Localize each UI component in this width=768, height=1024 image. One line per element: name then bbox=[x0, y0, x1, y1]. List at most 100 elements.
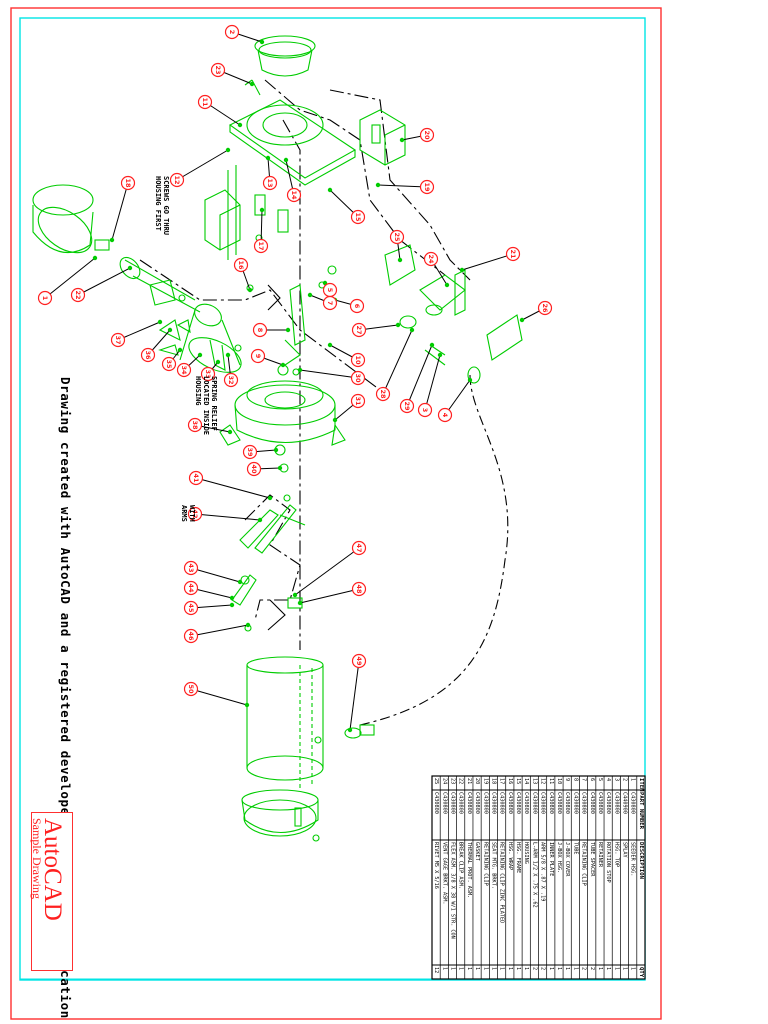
item-balloon: 17 bbox=[253, 207, 269, 254]
bom-cell: C430800 bbox=[605, 792, 611, 814]
item-balloon: 25 bbox=[389, 229, 405, 263]
bom-cell: C430800 bbox=[581, 792, 587, 814]
item-balloon: 8 bbox=[252, 322, 291, 338]
item-balloon: 36 bbox=[140, 327, 173, 363]
centerline-top bbox=[264, 79, 446, 276]
item-balloon: 3 bbox=[417, 352, 443, 418]
part-flex-connector bbox=[314, 724, 375, 744]
item-balloon: 13 bbox=[262, 155, 278, 191]
zigzag-1 bbox=[267, 284, 281, 311]
bom-cell: C440900 bbox=[622, 792, 628, 814]
balloon-label: 34 bbox=[180, 365, 188, 375]
bom-cell: C430800 bbox=[466, 792, 472, 814]
inner-border bbox=[19, 17, 646, 981]
bom-cell: 1 bbox=[613, 967, 619, 970]
bom-cell: RETAINING CLIP ZINC PLATED bbox=[499, 842, 505, 923]
bom-cell: J-BOX COVER bbox=[564, 842, 570, 877]
part-left-bracket bbox=[204, 165, 241, 260]
bom-cell: 20 bbox=[474, 778, 480, 784]
balloon-label: 49 bbox=[355, 656, 363, 666]
part-small-fasteners-top bbox=[244, 79, 289, 242]
bom-cell: 1 bbox=[482, 967, 488, 970]
balloon-label: 45 bbox=[187, 603, 195, 613]
item-balloon: 35 bbox=[161, 347, 183, 372]
item-balloon: 24 bbox=[423, 251, 450, 288]
bom-cell: 1 bbox=[449, 967, 455, 970]
bom-cell: 1 bbox=[458, 967, 464, 970]
bom-cell: C430800 bbox=[507, 792, 513, 814]
bom-cell: HSG. TOP bbox=[613, 842, 619, 867]
bom-cell: BREAK CLIP ASM. bbox=[458, 842, 464, 889]
balloon-label: 2 bbox=[228, 30, 236, 35]
item-balloon: 50 bbox=[183, 681, 250, 708]
bom-cell: HSG. FRAME bbox=[515, 842, 521, 873]
bom-cell: 1 bbox=[466, 967, 472, 970]
bom-cell: C430800 bbox=[474, 792, 480, 814]
bom-cell: C430800 bbox=[531, 792, 537, 814]
bom-cell: 1 bbox=[548, 967, 554, 970]
balloon-label: 10 bbox=[354, 355, 362, 365]
item-balloon: 26 bbox=[519, 300, 553, 323]
balloon-label: 18 bbox=[124, 178, 132, 188]
bom-cell: C430800 bbox=[433, 792, 439, 814]
balloon-label: 4 bbox=[441, 413, 449, 418]
balloon-label: 41 bbox=[192, 473, 200, 483]
note-screws: SCREWS GO THRU HOUSING FIRST bbox=[154, 176, 170, 236]
note-spring: SPRING RELIEF LOCATED INSIDE HOUSING bbox=[194, 376, 218, 436]
balloon-label: 29 bbox=[403, 401, 411, 411]
bom-cell: 15 bbox=[515, 778, 521, 784]
bom-cell: RETAINING CLIP bbox=[482, 842, 488, 886]
part-arms bbox=[231, 504, 306, 632]
bom-cell: 1 bbox=[605, 967, 611, 970]
bom-cell: 1 bbox=[564, 967, 570, 970]
bom-cell: 1 bbox=[630, 967, 636, 970]
balloon-label: 14 bbox=[290, 190, 298, 200]
bom-cell: C430800 bbox=[441, 792, 447, 814]
item-balloon: 27 bbox=[351, 322, 401, 338]
bom-cell: SPLAY bbox=[622, 842, 628, 858]
bom-cell: 1 bbox=[441, 967, 447, 970]
item-balloon: 28 bbox=[375, 327, 415, 402]
outer-border bbox=[10, 7, 662, 1020]
bom-cell: C430800 bbox=[482, 792, 488, 814]
part-bottom-cap bbox=[241, 789, 320, 842]
bom-cell: 16 bbox=[507, 778, 513, 784]
item-balloon: 49 bbox=[347, 653, 367, 733]
item-balloon: 46 bbox=[183, 622, 251, 644]
item-balloon: 42 bbox=[187, 506, 263, 523]
item-balloon: 9 bbox=[250, 348, 286, 368]
balloon-label: 36 bbox=[144, 350, 152, 360]
balloon-label: 32 bbox=[227, 375, 235, 384]
centerline-lower bbox=[244, 494, 301, 621]
centerline-right bbox=[329, 89, 471, 281]
bom-cell: 5 bbox=[597, 778, 603, 781]
balloon-label: 33 bbox=[204, 369, 212, 378]
bom-cell: INNER PLATE bbox=[548, 842, 554, 876]
part-top-cap bbox=[254, 35, 316, 77]
centerline-left bbox=[139, 259, 381, 391]
item-balloon: 47 bbox=[292, 540, 367, 598]
bom-cell: 4 bbox=[605, 778, 611, 781]
bom-cell: 25 bbox=[433, 778, 439, 784]
item-balloon: 15 bbox=[327, 187, 366, 225]
bom-cell: RETAINING CLIP bbox=[581, 842, 587, 886]
bom-cell: ROTATION STOP bbox=[605, 842, 611, 883]
item-balloon: 43 bbox=[183, 560, 243, 585]
balloon-label: 13 bbox=[266, 178, 274, 187]
bom-cell: 8 bbox=[572, 778, 578, 781]
balloon-label: 39 bbox=[246, 447, 254, 457]
item-balloon: 30 bbox=[297, 367, 366, 386]
bom-cell: GASKET bbox=[474, 842, 480, 861]
logo-box bbox=[31, 812, 73, 971]
part-central-housing bbox=[219, 380, 346, 446]
part-housing-plate bbox=[228, 99, 357, 186]
bom-cell: ARM 5/8 X .87 X .19 bbox=[540, 842, 546, 901]
bom-cell: THERMAL PROT. ASM. bbox=[466, 842, 472, 898]
bom-cell: J-BOX HSG. bbox=[556, 842, 562, 873]
item-balloon: 4 bbox=[437, 377, 473, 423]
balloon-label: 50 bbox=[187, 684, 195, 694]
bom-cell: 2 bbox=[581, 967, 587, 970]
item-balloon: 37 bbox=[110, 319, 163, 348]
item-balloon: 14 bbox=[283, 157, 302, 203]
bom-cell: 7 bbox=[581, 778, 587, 781]
